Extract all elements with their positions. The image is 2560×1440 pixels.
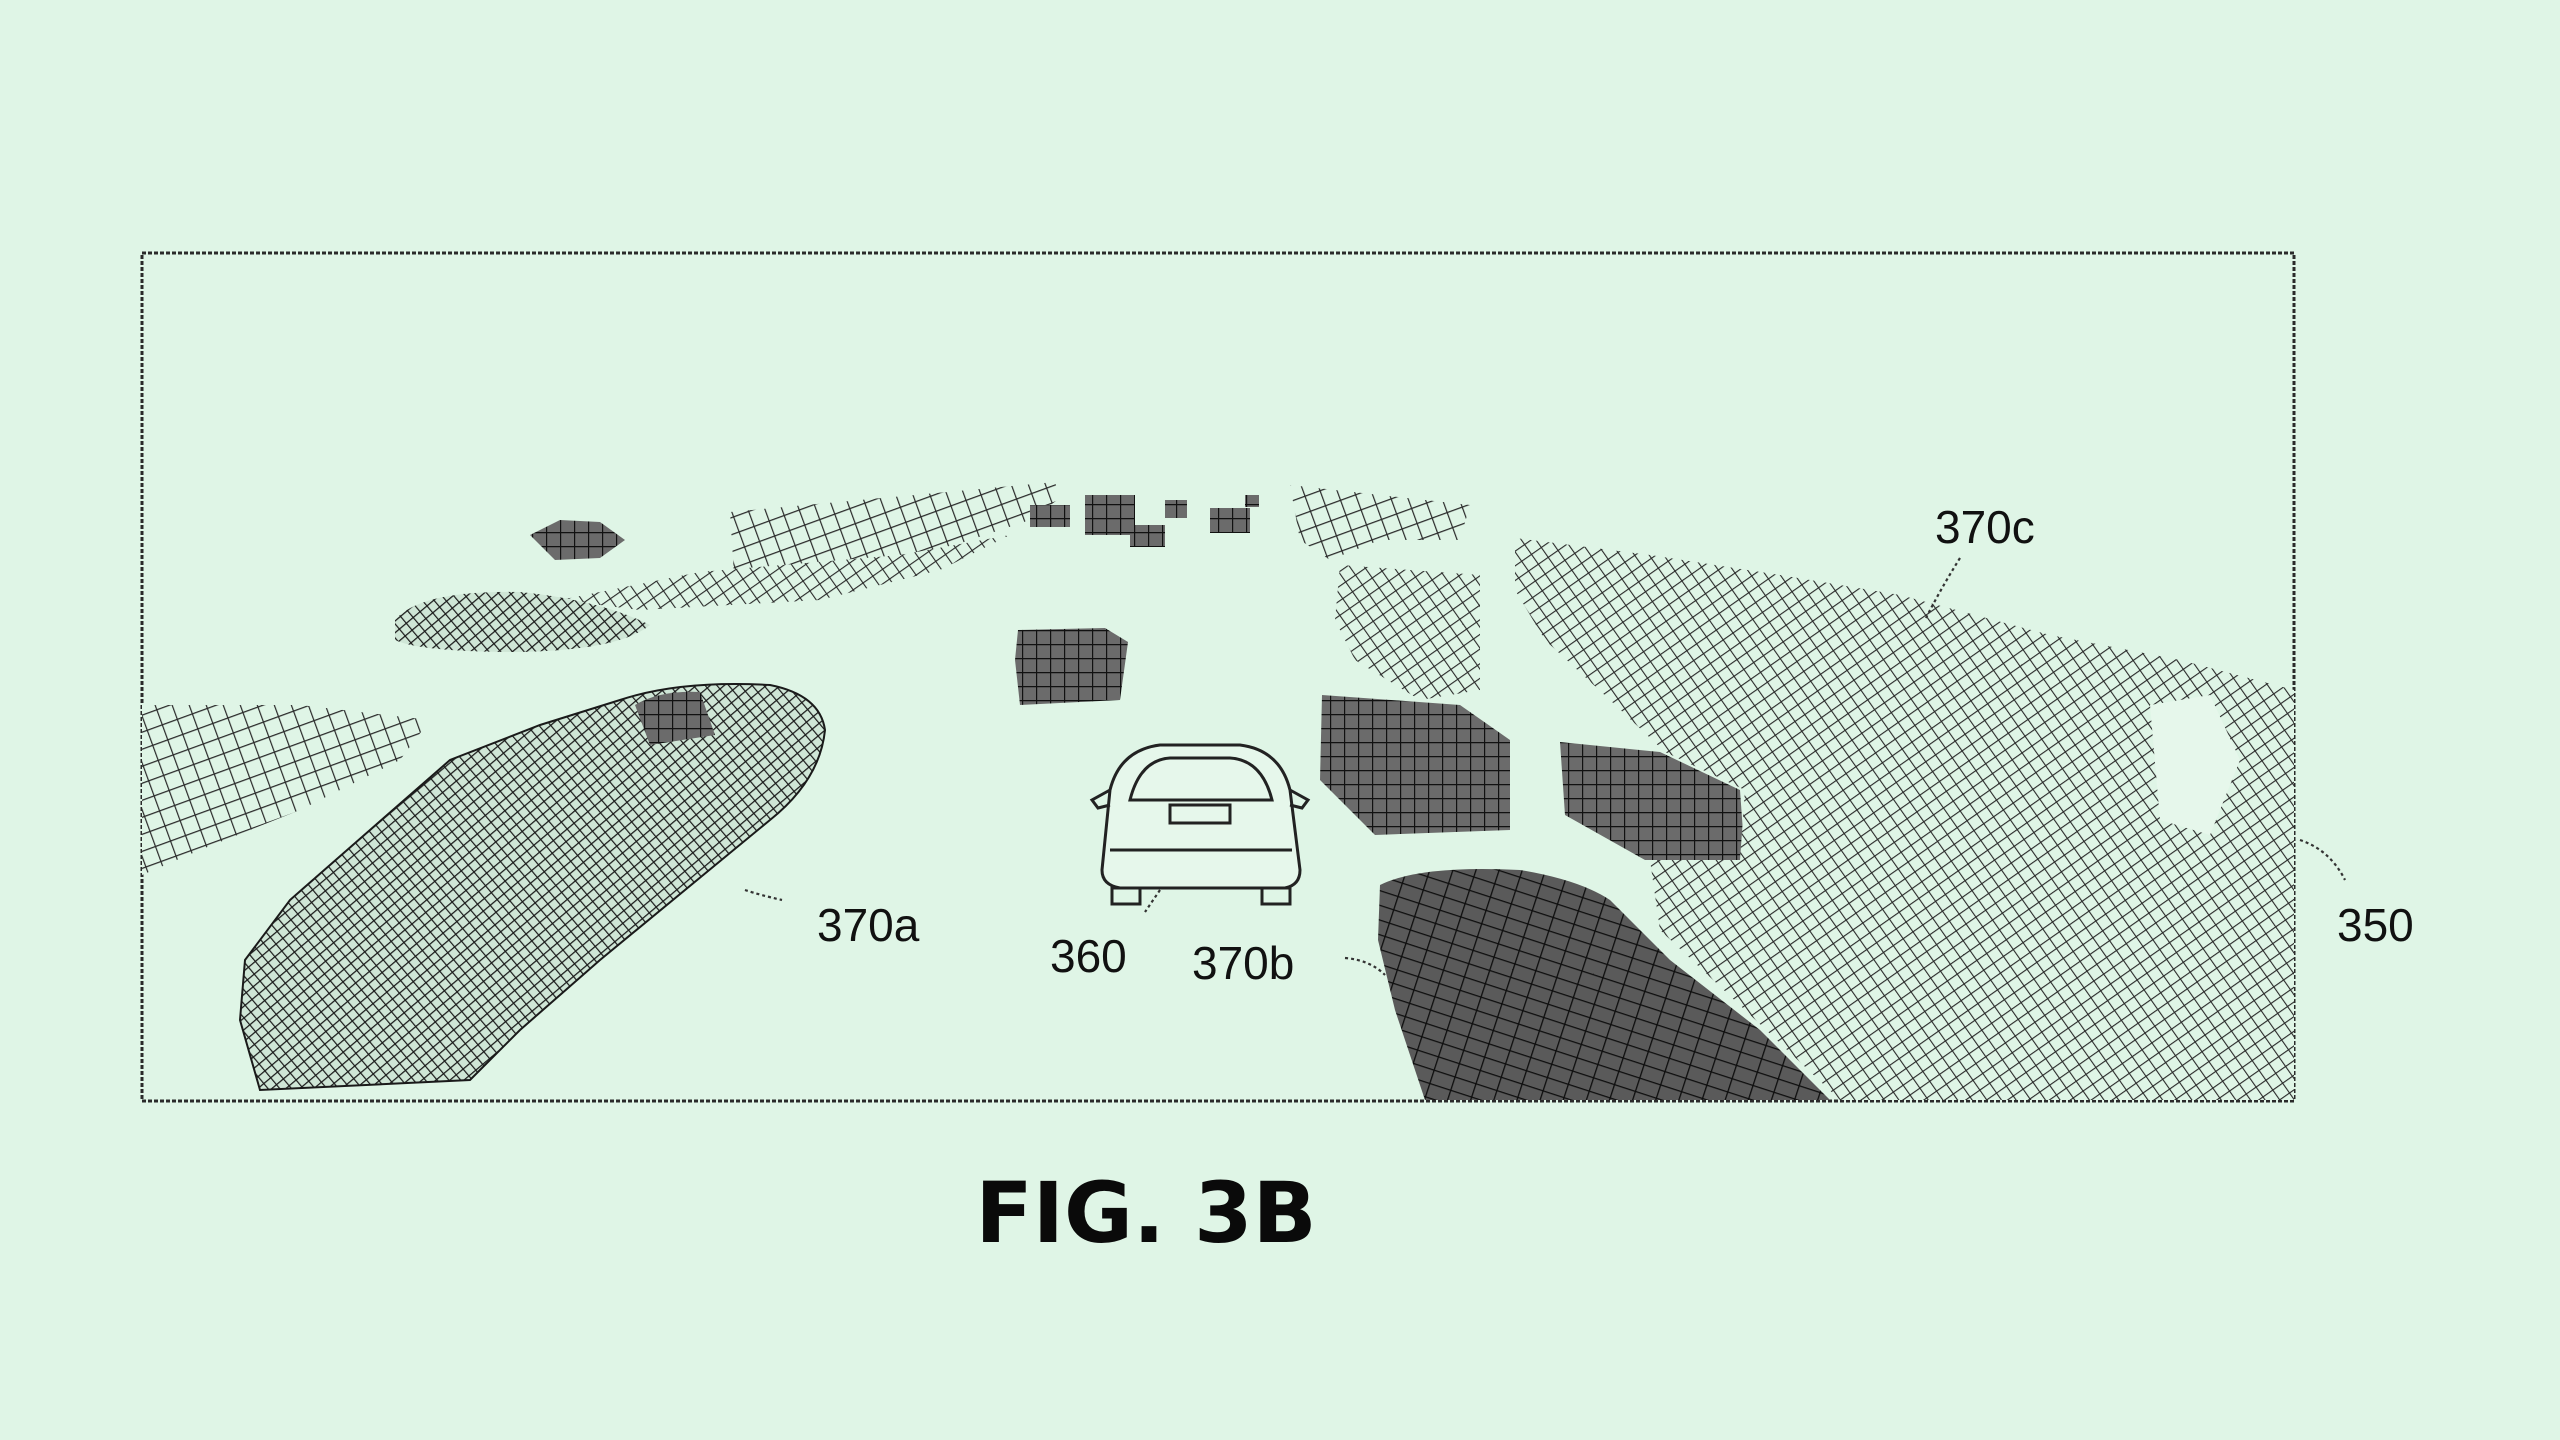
box-stack-right [1320,695,1510,835]
vehicle-wheel-right [1260,886,1292,906]
leader-360 [1144,889,1161,913]
road-region-mesh [1378,869,1830,1100]
leader-370c [1924,557,1961,621]
label-360: 360 [1050,930,1127,982]
leader-350 [2299,838,2346,881]
distant-car-2 [1085,495,1135,535]
distant-blob-left [530,520,625,560]
distant-car-5 [1210,508,1250,533]
distant-car-1 [1030,505,1070,527]
label-370c: 370c [1935,501,2035,553]
structure-right-near-road [1335,565,1480,700]
distant-car-3 [1130,525,1165,547]
label-370a: 370a [817,899,920,951]
vehicle-360 [1089,743,1311,906]
road-region-370b [1378,869,1830,1100]
leader-lines [744,557,2346,976]
left-ground-mesh [142,705,430,875]
object-370a [238,683,827,1092]
left-ground [142,705,430,875]
distant-car-4 [1165,500,1187,518]
region-370c [1515,538,2294,1100]
vehicle-wheel-left [1110,886,1142,906]
vehicle-rear-window [1128,756,1274,802]
distant-ellipse-left [395,591,650,652]
box-left-mid [1015,628,1128,705]
distant-structures [395,482,1480,700]
distant-car-6 [1245,495,1259,507]
object-370a-top-detail [635,691,715,745]
vehicle-plate [1168,803,1232,825]
figure-caption: FIG. 3B [975,1164,1316,1262]
label-370b: 370b [1192,937,1294,989]
region-370c-bright-patch [2150,695,2240,835]
distant-building-right [1290,485,1470,560]
box-right-of-road [1560,742,1745,860]
road-objects [1015,628,1745,860]
object-370a-mesh [238,683,827,1092]
region-370c-mesh [1515,538,2294,1100]
label-350: 350 [2337,899,2414,951]
vehicle-mirror-right [1289,788,1311,810]
vehicle-body [1100,743,1302,890]
distant-flat-left [560,535,1010,610]
leader-370a [744,888,783,902]
vehicle-mirror-left [1089,788,1111,810]
